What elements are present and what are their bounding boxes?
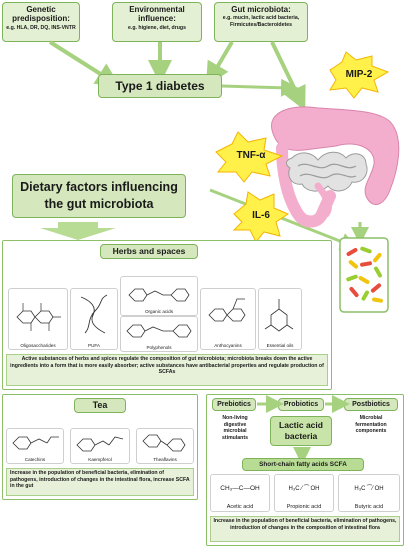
arrow-gut bbox=[205, 40, 234, 87]
arrow-dietary-down bbox=[40, 222, 116, 240]
tea-note: Increase in the population of beneficial… bbox=[6, 468, 194, 496]
arrow-genetic bbox=[48, 40, 121, 87]
molecule-pufa: PUFA bbox=[70, 288, 118, 350]
molecule-oligosaccharides-label: Oligosaccharides bbox=[20, 343, 56, 348]
molecule-organic-acids: Organic acids bbox=[120, 276, 198, 316]
intestine-illustration bbox=[271, 106, 400, 228]
star-mip2-shape bbox=[329, 51, 390, 99]
mip2-label: MIP-2 bbox=[345, 69, 373, 80]
tnf-alpha-label: TNF-α bbox=[236, 150, 266, 161]
acetic-acid: CH₃—C—OH Acetic acid bbox=[210, 474, 270, 512]
probiotics-label: Probiotics bbox=[278, 398, 324, 411]
butyric-acid: H₃C ⁀⁄ OH Butyric acid bbox=[338, 474, 400, 512]
prebiotics-desc: Non-living digestive microbial stimulant… bbox=[222, 415, 248, 441]
molecule-anthocyanins-label: Anthocyanins bbox=[214, 343, 242, 348]
gut-detail: e.g. mucin, lactic acid bacteria, Firmic… bbox=[222, 15, 300, 28]
genetic-title: Genetic predisposition: bbox=[12, 5, 70, 23]
propionic-acid: H₃C ⁄ ⁀ OH Propionic acid bbox=[274, 474, 334, 512]
genetic-detail: e.g. HLA, DR, DQ, INS-VNTR bbox=[6, 25, 76, 31]
postbiotics-desc: Microbial fermentation components bbox=[355, 415, 387, 435]
molecule-catechins-label: Catechins bbox=[24, 457, 46, 462]
environmental-box: Environmental influence: e.g. higiene, d… bbox=[112, 2, 202, 42]
environmental-title: Environmental influence: bbox=[129, 5, 185, 23]
molecule-catechins: Catechins bbox=[6, 428, 64, 464]
herbs-note: Active substances of herbs and spices re… bbox=[6, 354, 328, 386]
molecule-theaflavins-label: Theaflavins bbox=[153, 457, 177, 462]
acetic-acid-label: Acetic acid bbox=[226, 504, 254, 510]
molecule-oligosaccharides: Oligosaccharides bbox=[8, 288, 68, 350]
star-il6-shape bbox=[232, 191, 290, 243]
tea-title: Tea bbox=[74, 398, 126, 413]
bacteria-cluster bbox=[346, 246, 383, 303]
molecule-pufa-label: PUFA bbox=[88, 343, 100, 348]
molecule-polyphenols-label: Polyphenols bbox=[146, 345, 172, 350]
butyric-acid-structure: H₃C ⁀⁄ OH bbox=[354, 486, 384, 492]
dietary-factors-box: Dietary factors influencing the gut micr… bbox=[12, 174, 186, 218]
biotics-note: Increase in the population of beneficial… bbox=[210, 516, 400, 542]
prebiotics-label: Prebiotics bbox=[212, 398, 256, 411]
molecule-theaflavins: Theaflavins bbox=[136, 428, 194, 464]
gut-title: Gut microbiota: bbox=[231, 5, 291, 14]
molecule-organic-acids-label: Organic acids bbox=[144, 309, 174, 314]
molecule-kaempferol-label: Kaempferol bbox=[88, 457, 112, 462]
propionic-acid-structure: H₃C ⁄ ⁀ OH bbox=[288, 486, 320, 492]
type1-diabetes-box: Type 1 diabetes bbox=[98, 74, 222, 98]
lactic-acid-bacteria-box: Lactic acid bacteria bbox=[270, 416, 332, 446]
butyric-acid-label: Butyric acid bbox=[354, 504, 384, 510]
acetic-acid-structure: CH₃—C—OH bbox=[220, 485, 260, 492]
propionic-acid-label: Propionic acid bbox=[286, 504, 322, 510]
scfa-box: Short-chain fatty acids SCFA bbox=[242, 458, 364, 471]
environmental-detail: e.g. higiene, diet, drugs bbox=[128, 25, 186, 31]
genetic-box: Genetic predisposition: e.g. HLA, DR, DQ… bbox=[2, 2, 80, 42]
arrow-t1d-right bbox=[221, 78, 299, 97]
star-tnf-shape bbox=[215, 131, 284, 183]
molecule-essential-oils: Essential oils bbox=[258, 288, 302, 350]
molecule-essential-oils-label: Essential oils bbox=[266, 343, 294, 348]
herbs-title: Herbs and spaces bbox=[100, 244, 198, 259]
il6-label: IL-6 bbox=[252, 210, 270, 221]
gut-box: Gut microbiota: e.g. mucin, lactic acid … bbox=[214, 2, 308, 42]
molecule-kaempferol: Kaempferol bbox=[70, 428, 130, 464]
molecule-anthocyanins: Anthocyanins bbox=[200, 288, 256, 350]
molecule-polyphenols: Polyphenols bbox=[120, 316, 198, 352]
